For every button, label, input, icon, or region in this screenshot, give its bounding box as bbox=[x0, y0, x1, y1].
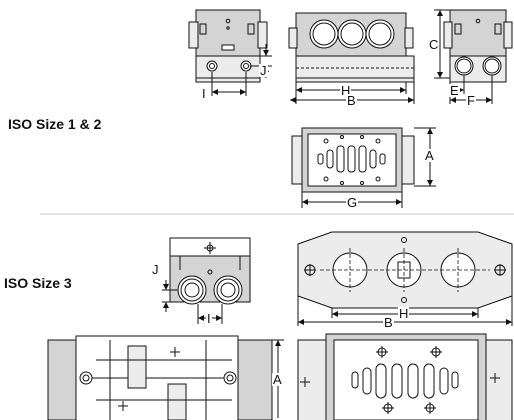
dimension-label-j-size3: J bbox=[151, 262, 160, 277]
dimension-label-b-size3: B bbox=[383, 315, 394, 330]
dimension-label-c: C bbox=[428, 37, 440, 52]
dimension-label-f: F bbox=[466, 93, 476, 108]
dimension-label-i-size3: I bbox=[206, 311, 212, 326]
iso12-end-view-left bbox=[188, 9, 268, 83]
iso12-front-view bbox=[288, 12, 415, 83]
dimension-label-b: B bbox=[346, 93, 357, 108]
iso3-front-view bbox=[47, 335, 273, 420]
dimension-label-a-size3: A bbox=[272, 372, 283, 387]
dimension-label-j: J bbox=[259, 63, 268, 78]
dimension-label-i: I bbox=[201, 86, 207, 101]
dimension-label-g: G bbox=[346, 195, 359, 210]
section-title-iso-size-3: ISO Size 3 bbox=[4, 275, 72, 291]
dimension-label-h: H bbox=[340, 83, 352, 98]
section-title-iso-size-1-2: ISO Size 1 & 2 bbox=[8, 116, 102, 132]
iso3-bottom-view bbox=[297, 333, 513, 420]
dimension-label-a: A bbox=[424, 148, 435, 163]
iso12-side-view bbox=[443, 9, 513, 83]
iso3-top-view bbox=[297, 231, 513, 309]
dimension-label-h-size3: H bbox=[398, 306, 410, 321]
iso12-top-view bbox=[291, 127, 415, 193]
iso3-end-view bbox=[169, 237, 251, 305]
dimension-label-e: E bbox=[449, 83, 460, 98]
